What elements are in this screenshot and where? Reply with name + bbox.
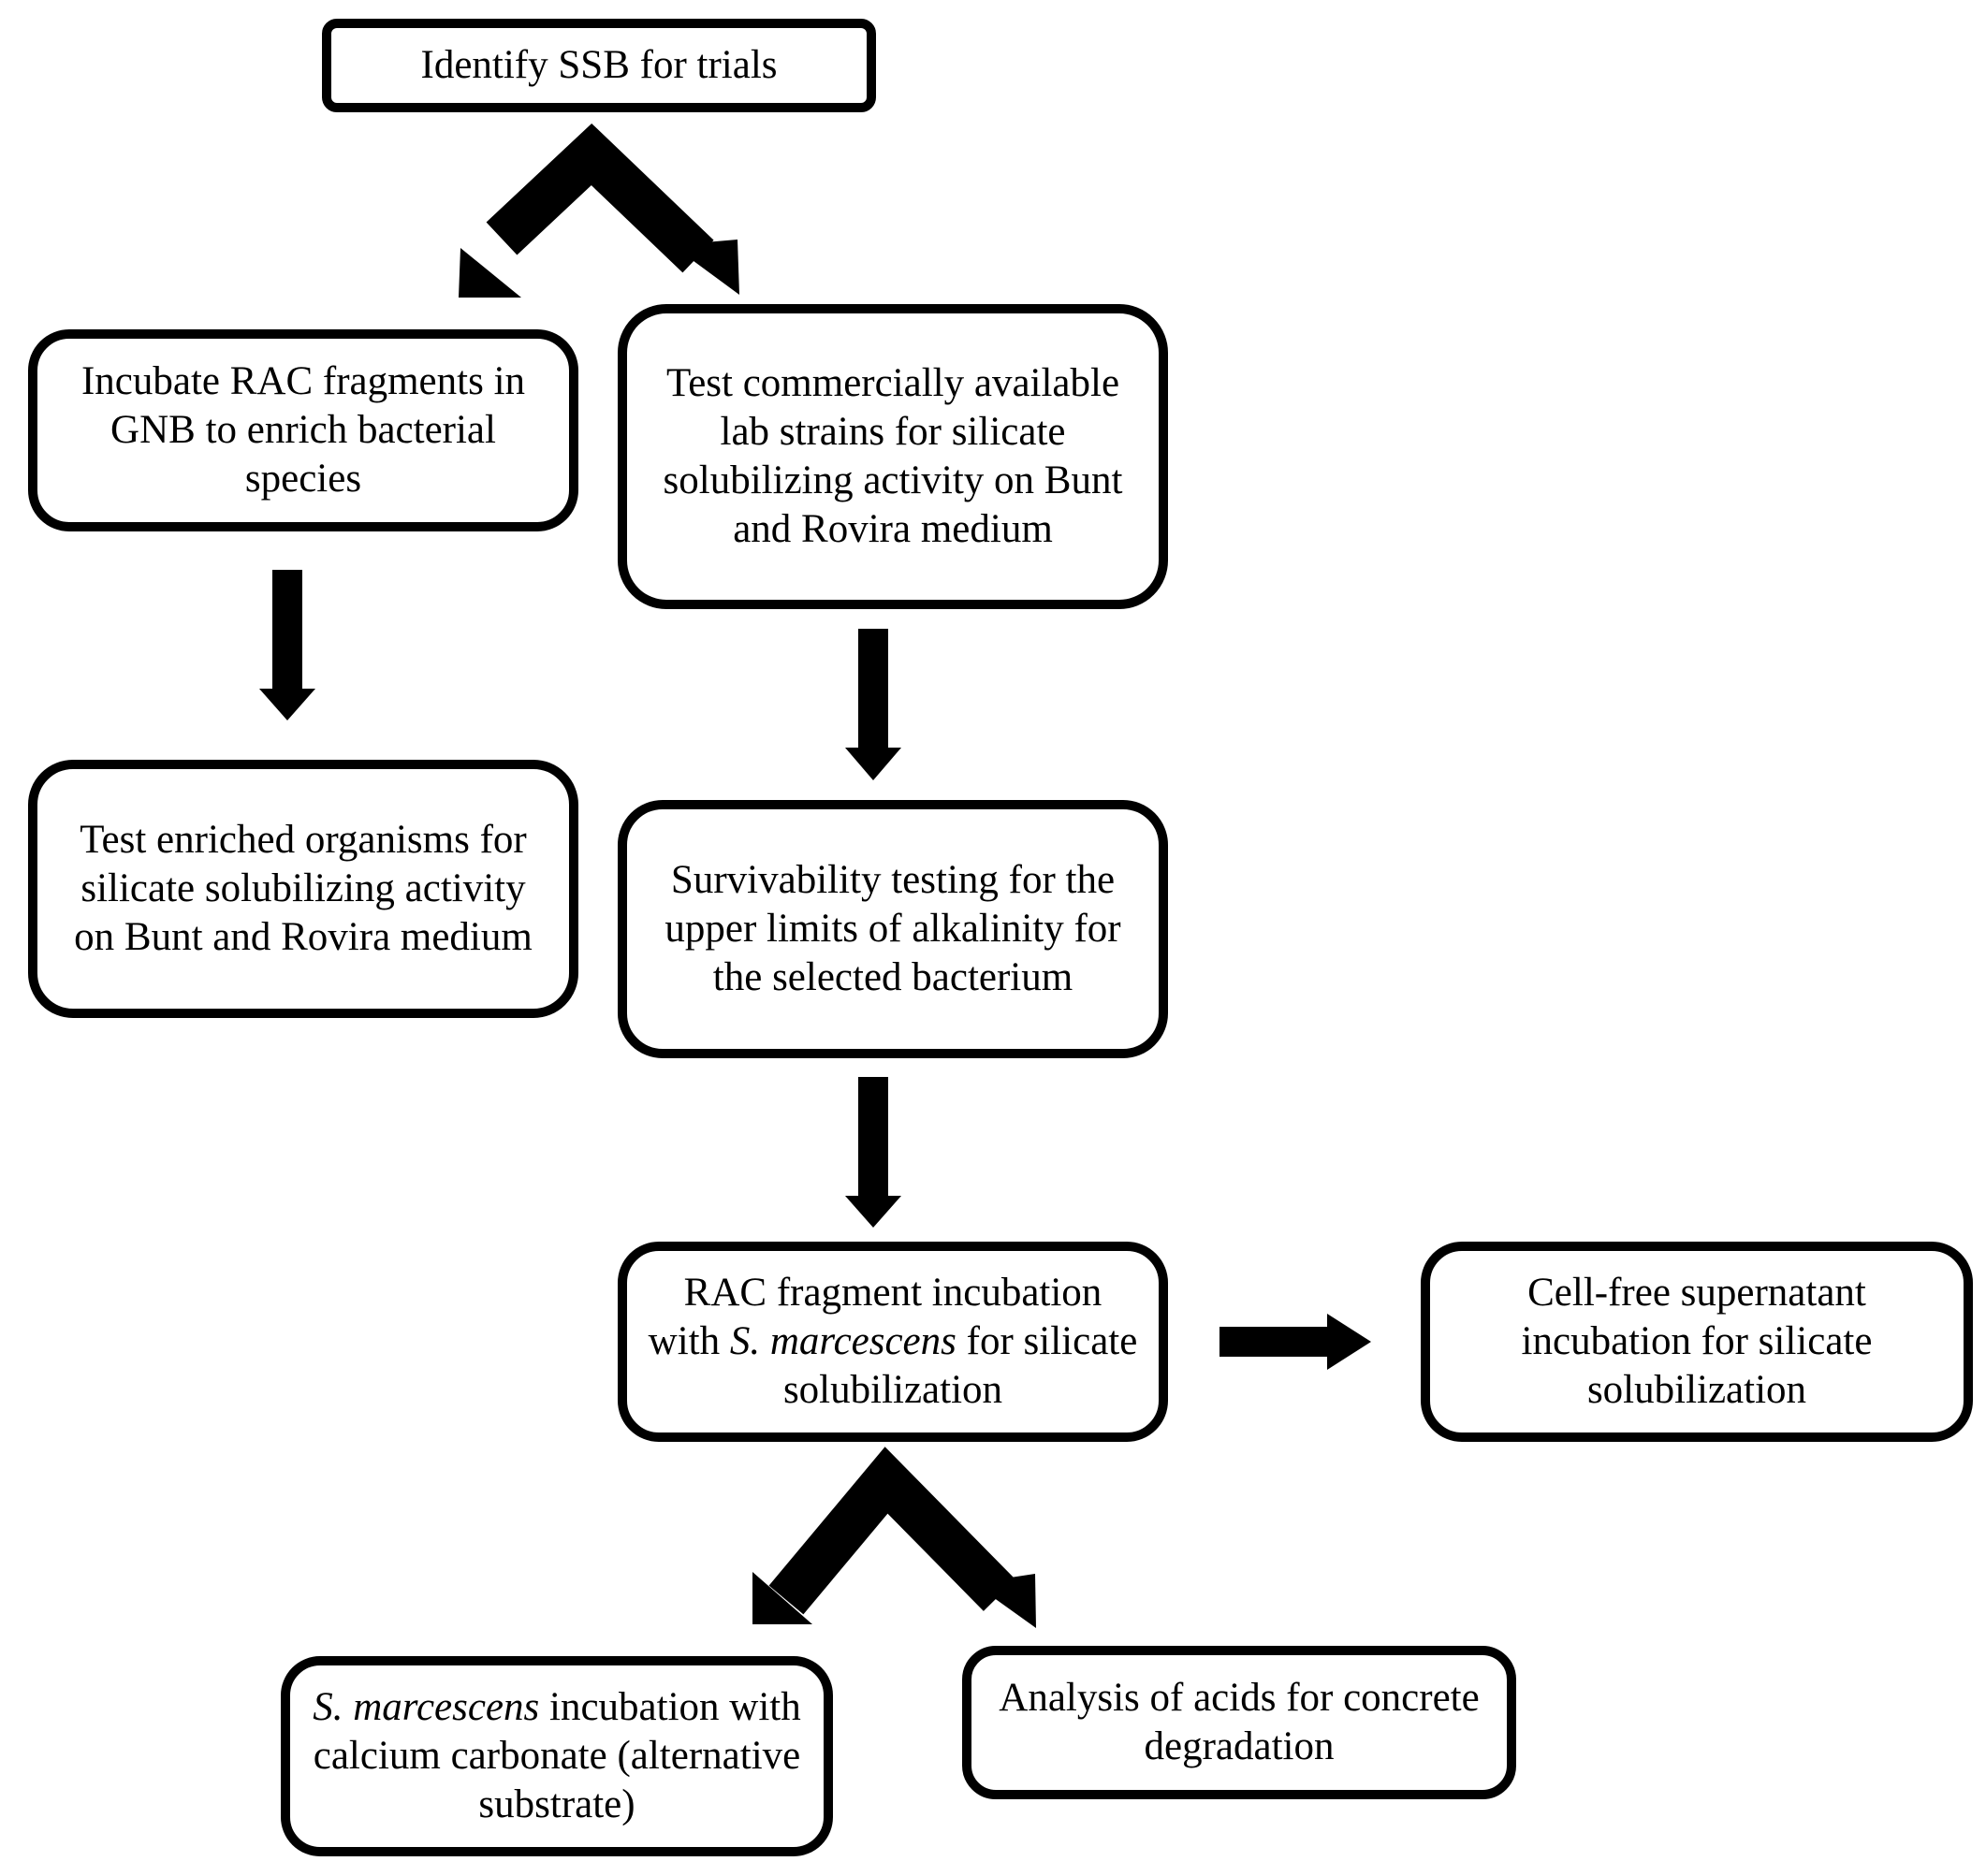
node-calcium-carbonate-species: S. marcescens [313,1685,540,1729]
node-identify-ssb-label: Identify SSB for trials [420,43,778,87]
node-analysis-acids-label: Analysis of acids for concrete degradati… [999,1676,1480,1768]
arrowhead-left [459,248,521,298]
node-rac-incubation-text-before: RAC fragment incubation with [648,1271,1103,1363]
arrowhead-right [973,1574,1036,1628]
node-rac-incubation-species: S. marcescens [729,1319,956,1363]
node-cell-free: Cell-free supernatant incubation for sil… [1421,1242,1973,1442]
arrow-strains-to-survivability [845,629,901,780]
node-test-lab-strains-label: Test commercially available lab strains … [663,361,1123,551]
node-survivability: Survivability testing for the upper limi… [618,800,1168,1058]
node-calcium-carbonate-label: S. marcescens incubation with calcium ca… [311,1683,803,1829]
arrow-incubate-to-enriched [259,570,315,720]
arrowhead-left [752,1572,812,1624]
node-rac-incubation-label: RAC fragment incubation with S. marcesce… [648,1269,1138,1415]
node-calcium-carbonate-text: incubation with calcium carbonate (alter… [313,1685,801,1826]
node-incubate-rac: Incubate RAC fragments in GNB to enrich … [28,329,578,531]
node-analysis-acids: Analysis of acids for concrete degradati… [962,1646,1516,1799]
node-test-lab-strains: Test commercially available lab strains … [618,304,1168,609]
node-rac-incubation: RAC fragment incubation with S. marcesce… [618,1242,1168,1442]
node-survivability-label: Survivability testing for the upper limi… [664,858,1121,999]
arrow-survivability-to-rac [845,1077,901,1228]
node-calcium-carbonate: S. marcescens incubation with calcium ca… [281,1656,833,1856]
node-test-enriched: Test enriched organisms for silicate sol… [28,760,578,1018]
split-arrow-bottom [752,1447,1036,1628]
node-incubate-rac-label: Incubate RAC fragments in GNB to enrich … [80,359,526,501]
arrow-rac-to-cellfree [1219,1314,1371,1370]
node-test-enriched-label: Test enriched organisms for silicate sol… [74,818,533,959]
arrowhead-right [672,240,739,295]
node-identify-ssb: Identify SSB for trials [322,19,876,112]
node-rac-incubation-text-after: for silicate solubilization [782,1319,1138,1412]
split-arrow-top [459,123,739,298]
node-cell-free-label: Cell-free supernatant incubation for sil… [1521,1271,1873,1412]
